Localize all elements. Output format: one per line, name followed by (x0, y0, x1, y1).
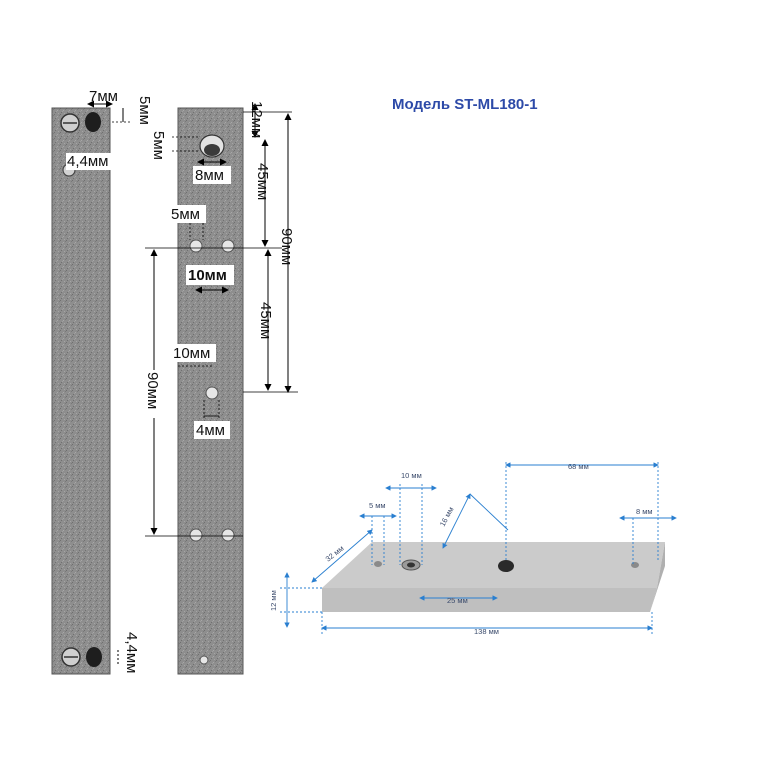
plate-dim-5: 5 мм (369, 501, 386, 510)
hole-pair-bottom-a (189, 528, 203, 542)
dim-5mm-left: 5мм (136, 96, 153, 125)
dim-90mm-outer: 90мм (278, 228, 295, 265)
dim-7mm: 7мм (89, 88, 118, 105)
hole-bottom-left (86, 647, 102, 667)
dim-90mm-inner: 90мм (144, 372, 161, 409)
dim-12mm: 12мм (248, 101, 265, 138)
hole-pair-top-b (221, 239, 235, 253)
plate-hole-5 (374, 561, 382, 567)
plate-dim-10: 10 мм (401, 471, 422, 480)
dim-45mm-mid: 45мм (257, 302, 274, 339)
dim-45mm-top: 45мм (254, 163, 271, 200)
plate-dimensions (280, 462, 677, 636)
dim-4mm: 4мм (196, 422, 225, 439)
hole-center (205, 386, 219, 400)
dim-10mm: 10мм (173, 345, 210, 362)
hole-pair-bottom-b (221, 528, 235, 542)
dim-4-4mm-bottom: 4,4мм (123, 632, 140, 673)
plate-hole-16 (498, 560, 514, 572)
plate-dim-8: 8 мм (636, 507, 653, 516)
plate-dim-138: 138 мм (474, 627, 499, 636)
right-bar-dimensions: 12мм 5мм 8мм 45мм 90мм 5мм 10мм 45мм 10м… (144, 101, 298, 537)
plate-3d (322, 542, 665, 612)
plate-dim-12: 12 мм (269, 590, 278, 611)
plate-hole-8 (631, 562, 639, 568)
dim-8mm: 8мм (195, 167, 224, 184)
plate-dim-25: 25 мм (447, 596, 468, 605)
left-bar-dimensions: 7мм 5мм 4,4мм 4,4мм (66, 88, 153, 673)
hole-bottom-right (199, 655, 209, 665)
plate-top-face (322, 542, 665, 588)
dim-5mm-top: 5мм (150, 131, 167, 160)
hole-top-left (85, 112, 101, 132)
right-strike-bar (177, 107, 244, 675)
hole-pair-top-a (189, 239, 203, 253)
plate-dim-68: 68 мм (568, 462, 589, 471)
plate-dim-16: 16 мм (438, 505, 456, 528)
plate-dim-32: 32 мм (324, 544, 346, 564)
dim-10mm-bold: 10мм (188, 267, 227, 284)
dim-4-4mm-top: 4,4мм (67, 153, 108, 170)
plate-front-face (322, 588, 657, 612)
left-strike-bar (51, 107, 111, 675)
left-bar-body (51, 107, 111, 675)
model-title: Модель ST-ML180-1 (392, 96, 538, 113)
dim-5mm-hole: 5мм (171, 206, 200, 223)
